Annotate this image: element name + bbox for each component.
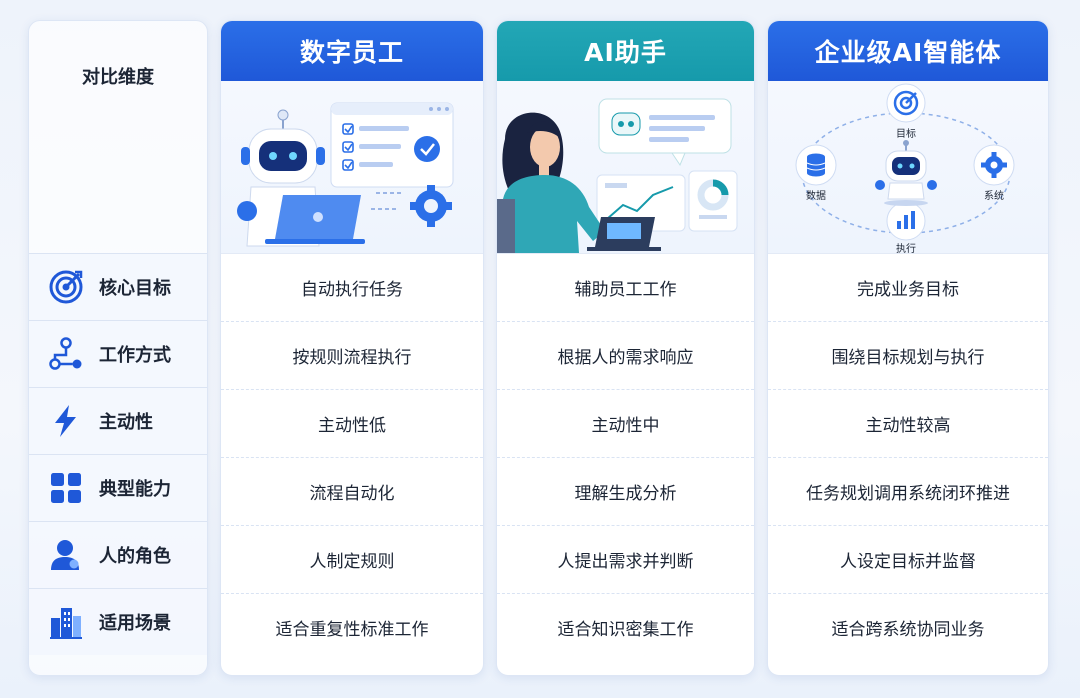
column-digital-employee: 数字员工 [220,20,484,676]
cell-initiative: 主动性低 [221,390,483,458]
grid-icon [47,469,85,507]
column-title: 企业级AI智能体 [768,21,1048,81]
dimension-header: 对比维度 [82,67,154,88]
column-rows: 完成业务目标 围绕目标规划与执行 主动性较高 任务规划调用系统闭环推进 人设定目… [768,253,1048,661]
buildings-icon [47,603,85,641]
cell-role: 人设定目标并监督 [768,526,1048,594]
cell-goal: 辅助员工工作 [497,254,754,322]
lightning-icon [47,402,85,440]
column-enterprise-ai-agent: 企业级AI智能体 目标 数据 [767,20,1049,676]
dimension-column: 对比维度 核心目标 工作方式 主动性 典型能力 [28,20,208,676]
column-title: 数字员工 [221,21,483,81]
column-rows: 自动执行任务 按规则流程执行 主动性低 流程自动化 人制定规则 适合重复性标准工… [221,253,483,661]
goal-label: 目标 [896,128,916,140]
dimension-label: 核心目标 [99,278,171,299]
cell-initiative: 主动性中 [497,390,754,458]
workflow-icon [47,335,85,373]
data-label: 数据 [806,189,826,202]
dimension-label: 人的角色 [99,546,171,567]
dimension-row-scenario: 适用场景 [29,588,207,655]
cell-scenario: 适合跨系统协同业务 [831,620,985,640]
dimension-label: 典型能力 [99,479,171,500]
cell-workflow: 根据人的需求响应 [497,322,754,390]
dimension-row-goal: 核心目标 [29,253,207,320]
dimension-row-workflow: 工作方式 [29,320,207,387]
system-label: 系统 [984,189,1004,202]
database-icon [795,144,837,186]
cell-capability: 流程自动化 [221,458,483,526]
gear-icon [410,185,452,227]
dimension-label: 主动性 [99,412,153,433]
cell-scenario: 适合知识密集工作 [557,620,694,640]
dashboard-icon [596,170,738,232]
cell-capability: 任务规划调用系统闭环推进 [768,458,1048,526]
cell-goal: 完成业务目标 [768,254,1048,322]
cell-role: 人提出需求并判断 [497,526,754,594]
chat-bubble-icon [598,98,732,167]
digital-employee-illustration [221,81,483,253]
dimension-rows: 核心目标 工作方式 主动性 典型能力 人的角色 [29,253,207,655]
laptop-icon [265,195,365,244]
execute-label: 执行 [896,242,916,253]
cell-workflow: 围绕目标规划与执行 [768,322,1048,390]
robot-icon [875,140,937,206]
laptop-icon [587,217,661,251]
person-icon [47,536,85,574]
column-rows: 辅助员工工作 根据人的需求响应 主动性中 理解生成分析 人提出需求并判断 适合知… [497,253,754,661]
column-title: AI助手 [497,21,754,81]
dimension-row-initiative: 主动性 [29,387,207,454]
cell-role: 人制定规则 [221,526,483,594]
target-icon [886,83,926,123]
cell-workflow: 按规则流程执行 [221,322,483,390]
dimension-row-role: 人的角色 [29,521,207,588]
gear-icon [973,144,1015,186]
dimension-label: 适用场景 [99,613,171,634]
cell-goal: 自动执行任务 [221,254,483,322]
column-ai-assistant: AI助手 [496,20,755,676]
cell-initiative: 主动性较高 [768,390,1048,458]
dimension-row-capability: 典型能力 [29,454,207,521]
cell-scenario: 适合重复性标准工作 [275,620,429,640]
task-window-icon [330,102,454,188]
person-at-desk-icon [497,112,605,253]
agent-loop-illustration: 目标 数据 系统 [768,81,1048,253]
ai-assistant-illustration [497,81,754,253]
bar-chart-icon [886,201,926,241]
dimension-label: 工作方式 [99,345,171,366]
target-icon [47,268,85,306]
cell-capability: 理解生成分析 [497,458,754,526]
